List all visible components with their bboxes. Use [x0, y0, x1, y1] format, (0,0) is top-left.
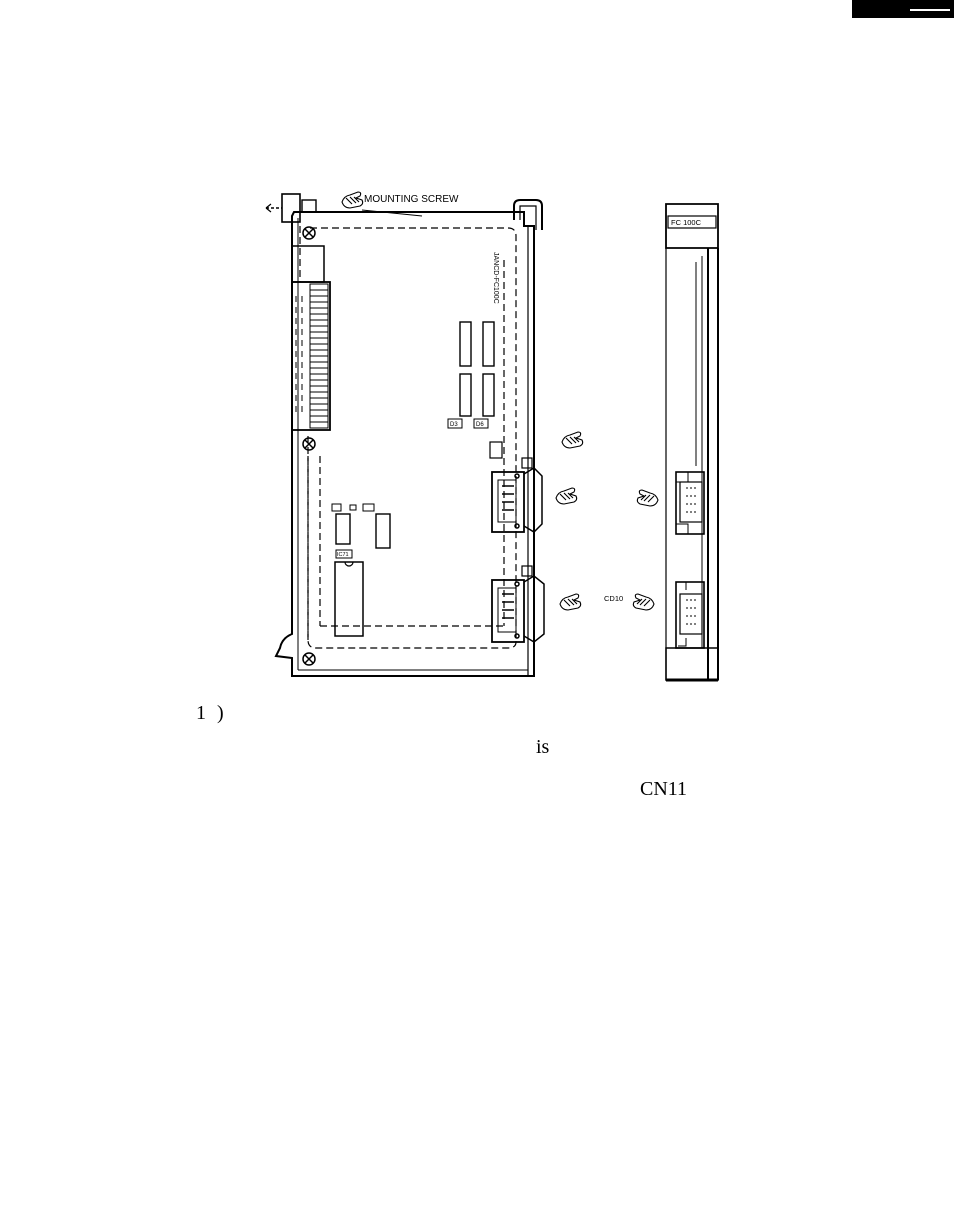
text-fragment-cn11: CN11 — [640, 778, 688, 800]
ic-chip — [334, 561, 364, 637]
pointing-hand-icon — [632, 593, 655, 611]
panel-connector-lower — [675, 581, 705, 649]
pointing-hand-icon — [636, 489, 659, 507]
screw-icon — [302, 652, 316, 666]
ic-chip — [335, 513, 351, 545]
chip-ic71-label: IC71 — [337, 552, 349, 558]
circuit-board-diagram: MOUNTING SCREW JANCD-FC100C D3 D6 IC71 — [265, 191, 719, 682]
text-fragment-is: is — [536, 736, 550, 758]
screw-icon — [302, 437, 316, 451]
ic-chip — [482, 321, 495, 367]
cd10-label: CD10 — [604, 594, 623, 603]
connector-upper — [491, 457, 543, 533]
step-number: 1 ) — [196, 702, 227, 724]
pointing-hand-icon — [559, 593, 582, 611]
panel-connector-upper — [675, 471, 705, 535]
pointing-hand-icon — [555, 487, 578, 505]
panel-tag-label: FC 100C — [671, 218, 702, 227]
chip-d3-label: D3 — [450, 422, 458, 428]
ic-chip — [459, 373, 472, 417]
board-id-label: JANCD-FC100C — [492, 252, 499, 304]
ic-chip — [375, 513, 391, 549]
edge-connector — [291, 245, 331, 431]
front-panel: FC 100C CD10 — [604, 203, 719, 682]
mounting-screw-label: MOUNTING SCREW — [364, 194, 459, 205]
corner-mark — [852, 0, 954, 18]
screw-icon — [302, 226, 316, 240]
pointing-hand-icon — [561, 431, 584, 449]
ic-chip — [459, 321, 472, 367]
connector-lower — [491, 565, 545, 643]
board: MOUNTING SCREW JANCD-FC100C D3 D6 IC71 — [265, 193, 545, 677]
pointing-hand-icon — [341, 191, 364, 209]
chip-d6-label: D6 — [476, 422, 484, 428]
ic-chip — [482, 373, 495, 417]
